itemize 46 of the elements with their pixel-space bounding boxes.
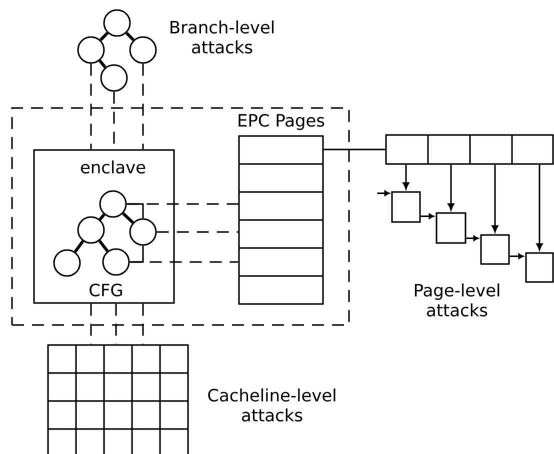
dashed-connector [126, 203, 238, 205]
tree-edge [122, 212, 134, 224]
arrow [402, 164, 410, 190]
caption-text: Cacheline-level attacks [208, 388, 336, 422]
arrow [536, 164, 543, 250]
dashed-connector [130, 261, 238, 263]
dashed-connector [142, 64, 144, 150]
tree-node-circle [99, 190, 127, 218]
tree-edge [74, 240, 84, 253]
dashed-connector [90, 64, 92, 150]
arrow [448, 164, 454, 210]
tree-node-circle [129, 36, 157, 64]
node-label: EPC Pages [238, 114, 324, 130]
tree-node-circle [103, 9, 131, 37]
arrow [420, 213, 434, 219]
page-box [391, 191, 421, 223]
tree-edge [98, 214, 106, 220]
tree-node-circle [53, 249, 81, 277]
tree-edge [98, 60, 106, 68]
tree-edge [98, 240, 109, 252]
dashed-boundary [11, 107, 350, 326]
connector-line [324, 148, 386, 150]
page-stack: EPC Pages [238, 114, 324, 305]
arrow [510, 253, 524, 259]
tree-node-circle [129, 218, 157, 246]
page-table-row [385, 134, 554, 165]
tree-edge [125, 32, 135, 42]
page-box [525, 252, 554, 283]
dashed-connector [142, 304, 144, 344]
tree-node-circle [77, 36, 105, 64]
tree-node-circle [77, 216, 105, 244]
enclave-box: enclave CFG [33, 149, 175, 304]
caption-text: Page-level attacks [414, 283, 500, 316]
arrow [377, 190, 390, 196]
caption-text: Branch-level attacks [170, 20, 274, 54]
arrow [492, 164, 498, 232]
dashed-connector [90, 304, 92, 344]
arrow [466, 235, 479, 241]
tree-edge [99, 32, 109, 42]
cache-grid [47, 344, 189, 454]
page-box [480, 234, 510, 265]
tree-node-circle [102, 248, 130, 276]
tree-node-circle [100, 64, 128, 92]
page-box [436, 212, 466, 244]
dashed-connector [115, 304, 117, 344]
dashed-connector [156, 231, 238, 233]
